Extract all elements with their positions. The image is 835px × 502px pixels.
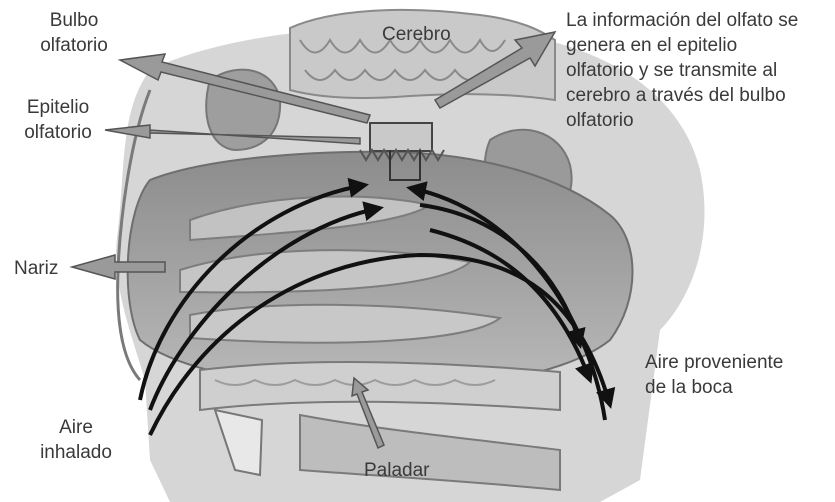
label-aire-inhalado: Aire inhalado	[28, 415, 124, 465]
label-cerebro: Cerebro	[382, 22, 451, 47]
label-paladar: Paladar	[364, 458, 430, 483]
label-bulbo-olfatorio: Bulbo olfatorio	[18, 8, 130, 58]
label-info-olfato: La información del olfato se genera en e…	[566, 8, 798, 133]
label-aire-boca: Aire proveniente de la boca	[645, 350, 783, 400]
label-nariz: Nariz	[14, 256, 58, 281]
label-epitelio-olfatorio: Epitelio olfatorio	[8, 95, 108, 145]
